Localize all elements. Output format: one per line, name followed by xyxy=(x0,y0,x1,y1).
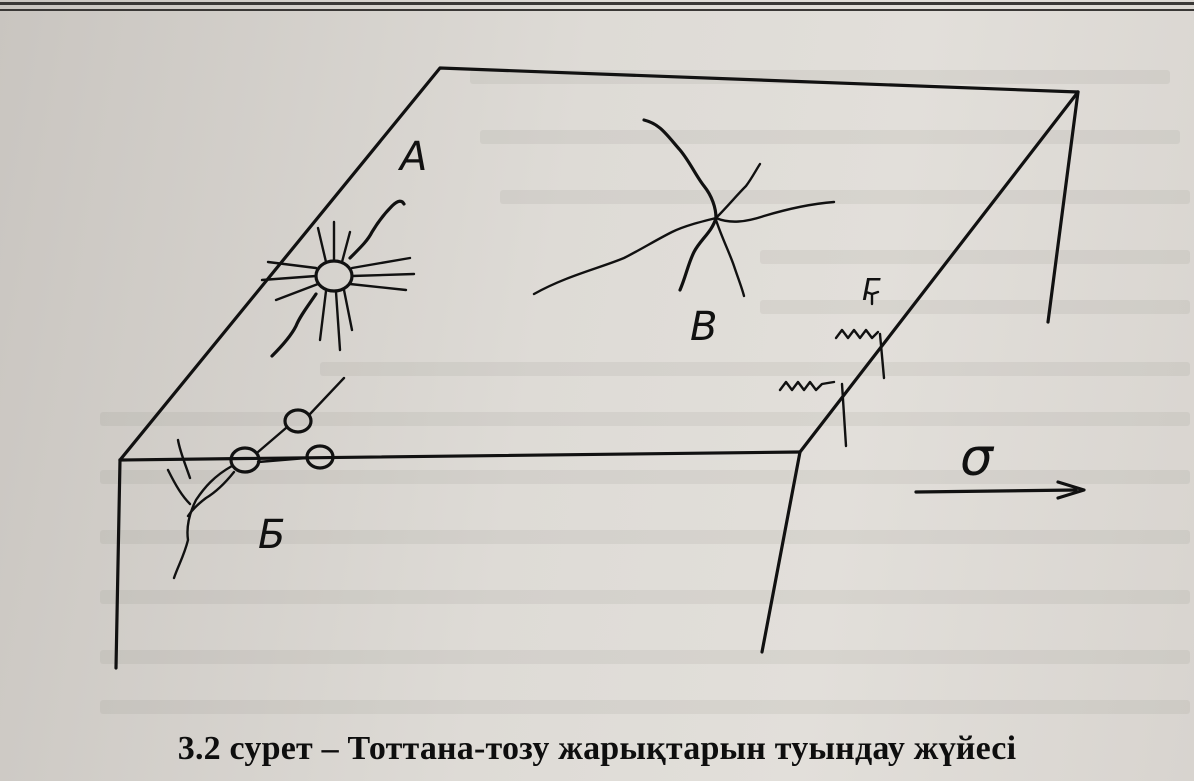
pit-crack-lower xyxy=(270,292,318,358)
defect-g-edge-cracks xyxy=(778,290,886,448)
pit-b-crack xyxy=(166,468,192,506)
pit-ray xyxy=(316,220,352,264)
defect-a-pit xyxy=(260,199,416,358)
pit-b3 xyxy=(305,444,335,470)
figure-caption: 3.2 сурет – Тоттана-тозу жарықтарын туын… xyxy=(177,730,1017,767)
label-a: А xyxy=(397,134,427,180)
edge-crack-upper-depth xyxy=(878,332,886,380)
plate-top-edge xyxy=(118,66,1080,462)
edge-crack-upper xyxy=(834,328,880,340)
pit-crack-upper xyxy=(348,199,406,260)
pit-ray xyxy=(318,288,354,352)
crack-branch xyxy=(714,200,836,223)
defect-b-pit-chain xyxy=(166,376,346,580)
pit-circle xyxy=(314,259,354,293)
stress-arrow-shaft xyxy=(914,488,1078,494)
pit-b-crack xyxy=(172,464,234,580)
plate-front-edge xyxy=(118,450,802,462)
pit-b2 xyxy=(283,408,313,434)
top-rule xyxy=(0,2,1194,5)
edge-crack-lower xyxy=(778,380,836,392)
label-g: Г xyxy=(862,273,881,308)
crack-branch xyxy=(714,162,762,220)
label-v: В xyxy=(690,304,717,350)
crack-branch xyxy=(532,216,718,296)
pit-b-crack xyxy=(186,470,236,518)
crack-branch xyxy=(714,218,746,298)
stress-arrow-head xyxy=(1056,480,1086,500)
defect-v-crack-network xyxy=(532,118,836,298)
plate-outline xyxy=(114,66,1080,670)
stress-arrow xyxy=(914,480,1086,500)
label-b: Б xyxy=(258,512,285,558)
edge-crack-lower-depth xyxy=(840,382,848,448)
top-rule-secondary xyxy=(0,9,1194,11)
pit-ray xyxy=(260,260,320,302)
plate-left-leg xyxy=(114,458,122,670)
edge-crack-mark xyxy=(864,290,880,306)
pit-b-link xyxy=(256,376,346,464)
plate-back-leg xyxy=(1046,90,1080,324)
pit-ray xyxy=(348,256,416,292)
plate-right-edge xyxy=(798,90,1080,454)
crack-main xyxy=(642,118,718,292)
pit-b1 xyxy=(229,446,261,474)
label-sigma: σ xyxy=(960,428,995,488)
plate-front-leg xyxy=(760,450,802,654)
pit-b-crack xyxy=(176,438,192,480)
